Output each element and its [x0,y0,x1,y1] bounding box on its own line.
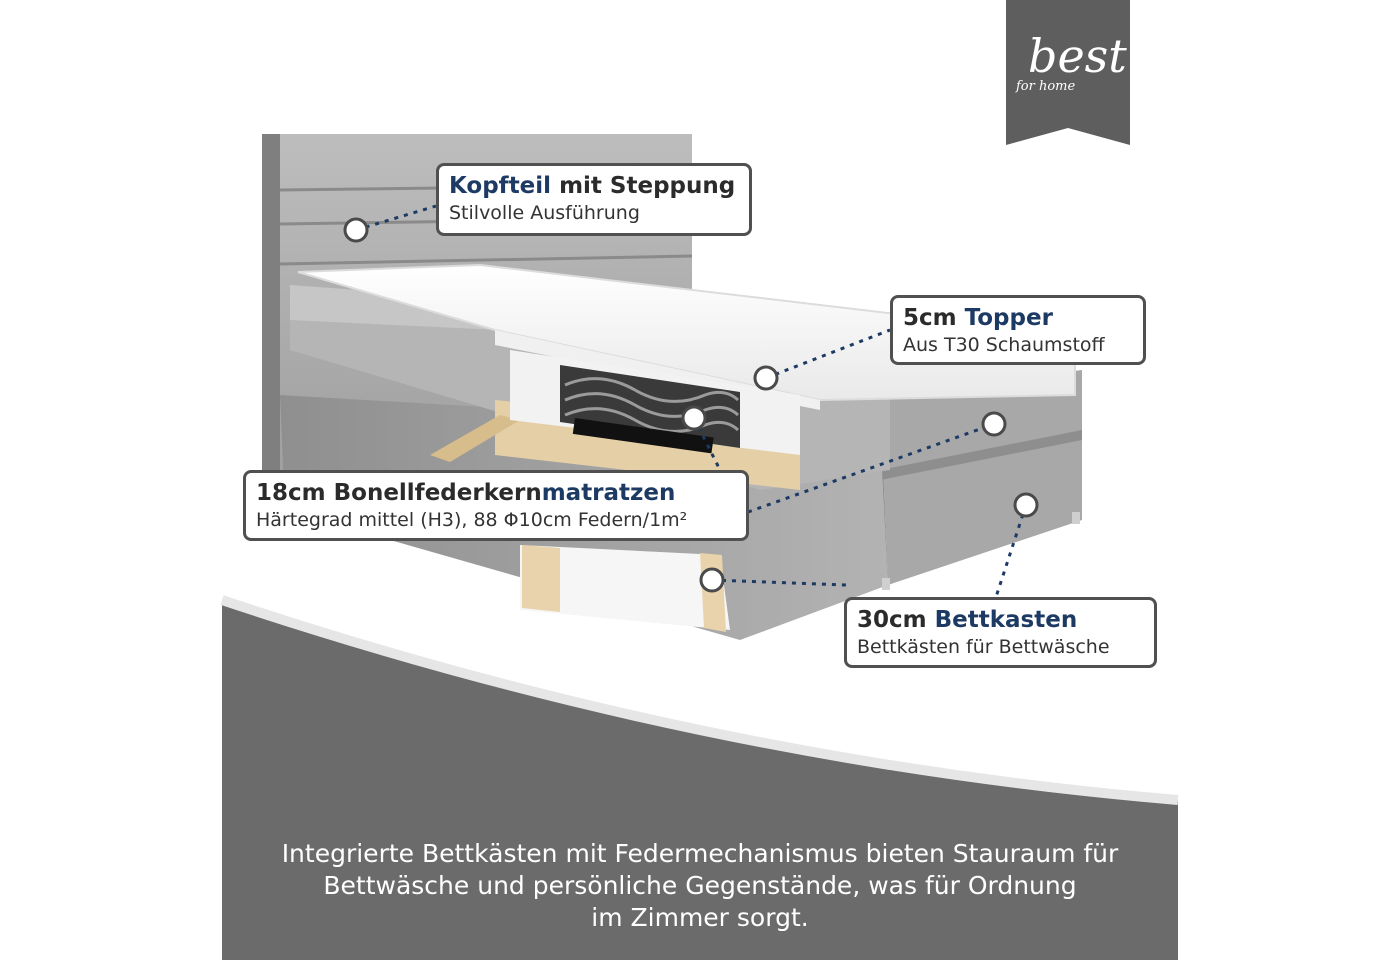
marker-dot-storage [699,567,725,593]
callout-topper-title: 5cm Topper [903,304,1133,332]
brand-logo-badge: best for home [1006,0,1130,145]
marker-dot-topper [753,365,779,391]
callout-topper: 5cm Topper Aus T30 Schaumstoff [890,295,1146,365]
callout-bettkasten-title-rest: 30cm [857,607,935,633]
callout-matratze-subtitle: Härtegrad mittel (H3), 88 Φ10cm Federn/1… [256,509,688,531]
callout-matratze-title: 18cm Bonellfederkernmatratzen [256,479,736,507]
caption-line: Bettwäsche und persönliche Gegenstände, … [323,871,1077,900]
callout-bettkasten-subtitle: Bettkästen für Bettwäsche [857,636,1110,658]
background-panel [222,600,1178,960]
callout-topper-title-rest: 5cm [903,305,965,331]
right-base [866,370,1082,590]
callout-kopfteil-title-rest: mit Steppung [551,173,736,199]
caption-line: Integrierte Bettkästen mit Federmechanis… [281,839,1119,868]
marker-dot-kopfteil [343,217,369,243]
brand-logo-wordmark: best [1028,29,1127,83]
callout-topper-title-highlight: Topper [964,305,1053,331]
callout-kopfteil-title: Kopfteil mit Steppung [449,172,739,200]
callout-kopfteil-subtitle: Stilvolle Ausführung [449,202,640,224]
callout-bettkasten-title-highlight: Bettkasten [934,607,1078,633]
marker-dot-bettkasten [1013,492,1039,518]
callout-kopfteil: Kopfteil mit Steppung Stilvolle Ausführu… [436,163,752,236]
leader-lines [355,204,1028,598]
bed-leg [882,578,890,590]
panel-highlight [220,595,1179,805]
marker-dots [343,217,1039,593]
caption-line: im Zimmer sorgt. [591,903,809,932]
description-caption: Integrierte Bettkästen mit Federmechanis… [222,838,1178,934]
callout-kopfteil-title-highlight: Kopfteil [449,173,552,199]
brand-logo-tagline: for home [1015,79,1076,94]
callout-matratze-title-highlight: matratzen [541,480,676,506]
marker-dot-matratze [681,405,707,431]
callout-matratze: 18cm Bonellfederkernmatratzen Härtegrad … [243,470,749,541]
callout-bettkasten-title: 30cm Bettkasten [857,606,1144,634]
callout-topper-subtitle: Aus T30 Schaumstoff [903,334,1105,356]
marker-dot-base [981,411,1007,437]
callout-matratze-title-rest: 18cm Bonellfederkern [256,480,542,506]
bed-leg [1072,512,1080,524]
callout-bettkasten: 30cm Bettkasten Bettkästen für Bettwäsch… [844,597,1157,668]
